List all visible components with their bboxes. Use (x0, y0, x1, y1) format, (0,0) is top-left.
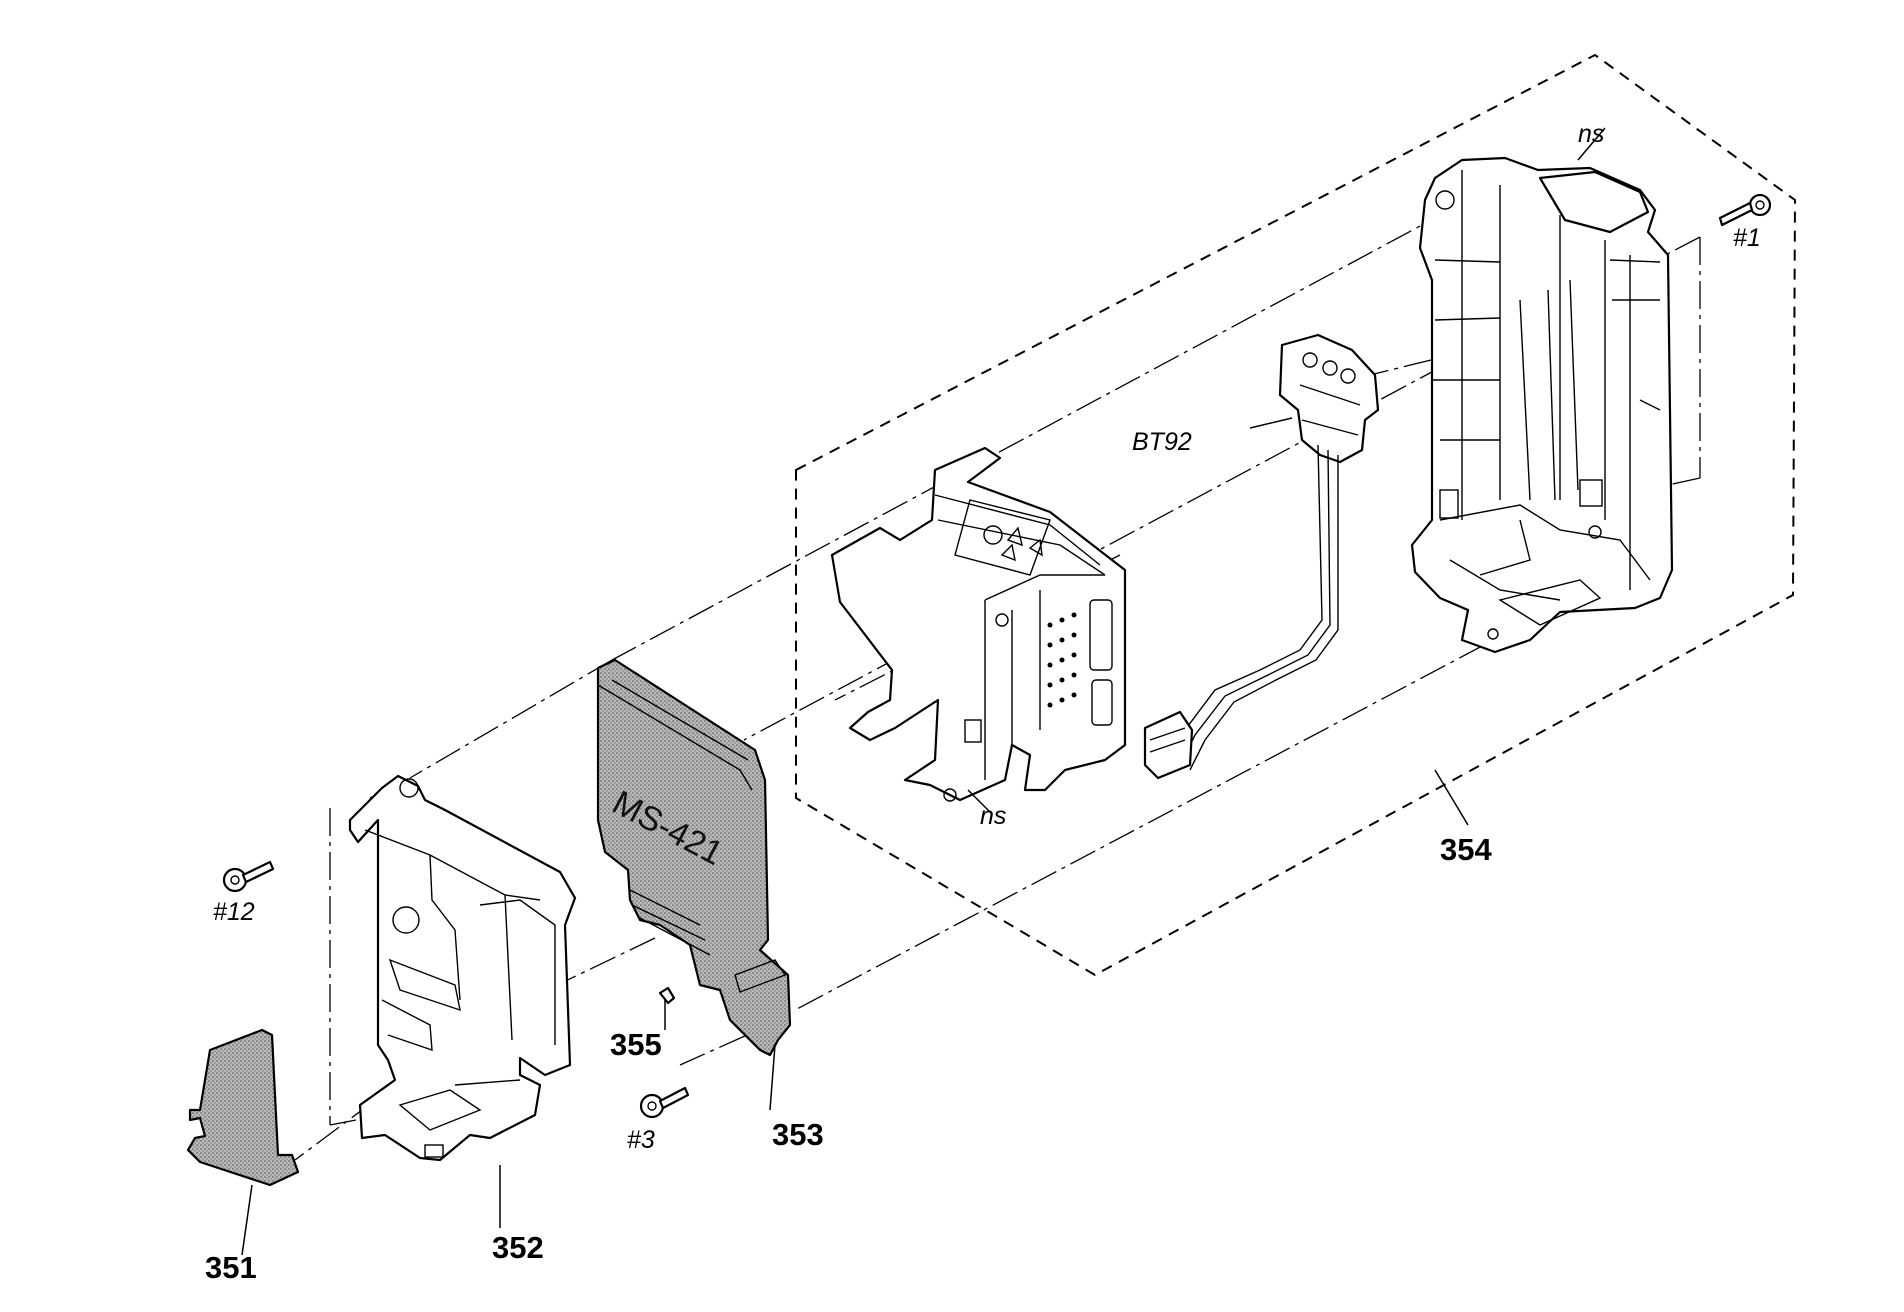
label-ns-bracket: ns (980, 802, 1006, 830)
leader-lines (241, 127, 1606, 1256)
screw-12 (222, 860, 275, 893)
label-351: 351 (205, 1250, 257, 1285)
label-screw-12: #12 (213, 898, 255, 926)
label-ns-top: ns (1578, 120, 1604, 148)
bracket-354 (830, 446, 1127, 802)
screw-3 (639, 1086, 690, 1119)
holder-352 (348, 774, 577, 1162)
connector-355 (658, 986, 676, 1005)
label-352: 352 (492, 1230, 544, 1265)
assembly-354-boundary (795, 53, 1797, 977)
board-353: MS-421 (596, 658, 792, 1057)
label-bt92: BT92 (1132, 428, 1192, 456)
label-353: 353 (772, 1117, 824, 1152)
housing-frame-354 (1410, 156, 1674, 654)
label-355: 355 (610, 1027, 662, 1062)
screw-1 (1718, 193, 1772, 227)
label-screw-1: #1 (1733, 224, 1761, 252)
bracket-holes (1047, 612, 1077, 708)
battery-holder-bt92 (1143, 333, 1380, 780)
label-354: 354 (1440, 832, 1492, 867)
label-screw-3: #3 (627, 1126, 655, 1154)
cover-351 (186, 1028, 300, 1187)
